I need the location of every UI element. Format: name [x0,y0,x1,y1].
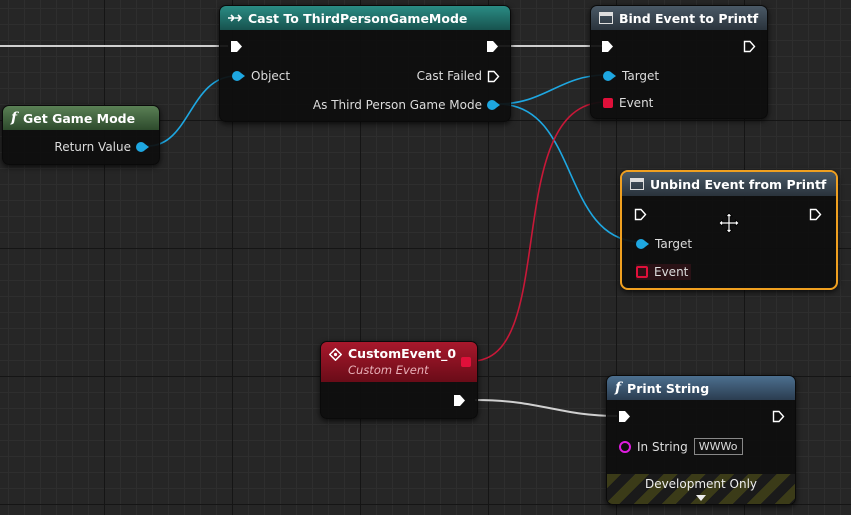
object-pin-icon [232,71,242,81]
delegate-pin-hollow-icon [636,266,648,278]
object-pin-icon [487,100,497,110]
string-pin-icon [619,440,631,453]
exec-out-hollow-icon [809,208,822,221]
cast-failed-label: Cast Failed [416,69,482,83]
bind-event-header[interactable]: Bind Event to Printf [591,6,767,30]
in-string-pin[interactable]: In String WWWo [619,438,743,455]
object-wire-cast-to-unbind-target[interactable] [497,103,641,243]
exec-out-icon [487,41,498,52]
exec-in-hollow-icon [634,208,647,221]
delegate-pin-icon [603,98,613,108]
bind-target-pin[interactable]: Target [603,69,659,83]
unbind-event-title: Unbind Event from Printf [650,176,827,192]
exec-in-icon [619,411,630,422]
exec-out-icon [454,395,465,406]
unbind-event-header[interactable]: Unbind Event from Printf [622,172,836,196]
delegate-node-icon [599,12,613,24]
object-pin-icon [636,239,646,249]
in-string-input[interactable]: WWWo [693,438,743,455]
move-cursor-icon [718,212,740,234]
object-pin-icon [603,71,613,81]
unbind-event-pin[interactable]: Event [636,264,692,280]
bind-target-label: Target [622,69,660,83]
custom-event-subtitle: Custom Event [348,363,429,377]
cast-node-title: Cast To ThirdPersonGameMode [248,10,468,26]
get-game-mode-title: Get Game Mode [23,110,136,126]
development-only-banner[interactable]: Development Only [607,474,795,504]
cast-node[interactable]: Cast To ThirdPersonGameMode Object Cast … [219,5,511,122]
in-string-label: In String [637,439,688,454]
object-pin-arrow-icon [612,73,616,79]
print-string-title: Print String [627,380,710,396]
cast-node-header[interactable]: Cast To ThirdPersonGameMode [220,6,510,30]
custom-event-header[interactable]: CustomEvent_0 Custom Event [321,342,477,382]
print-exec-in-pin[interactable] [618,410,631,423]
bind-exec-in-pin[interactable] [601,40,614,53]
function-f-icon: f [11,110,18,126]
custom-event-delegate-pin[interactable] [461,357,471,367]
custom-event-title: CustomEvent_0 [348,346,457,361]
custom-event-exec-out-pin[interactable] [453,394,466,407]
exec-in-icon [231,41,242,52]
get-game-mode-node[interactable]: f Get Game Mode Return Value [2,105,160,165]
object-pin-arrow-icon [496,102,500,108]
cast-object-label: Object [251,69,291,83]
cast-exec-out-pin[interactable] [486,40,499,53]
object-pin-arrow-icon [241,73,245,79]
object-pin-arrow-icon [645,241,649,247]
return-value-label: Return Value [54,140,131,154]
unbind-target-label: Target [655,237,693,251]
delegate-wire-event-to-bind[interactable] [471,101,607,362]
event-diamond-icon [329,348,342,361]
print-exec-out-pin[interactable] [772,410,785,423]
cast-arrow-icon [228,13,242,23]
delegate-node-icon [630,178,644,190]
bind-event-label: Event [619,96,654,110]
cast-as-pin[interactable]: As Third Person Game Mode [313,98,500,112]
get-game-mode-header[interactable]: f Get Game Mode [3,106,159,130]
unbind-exec-in-pin[interactable] [634,208,647,221]
object-pin-arrow-icon [145,144,149,150]
bind-exec-out-pin[interactable] [743,40,756,53]
development-only-label: Development Only [644,477,758,491]
print-string-node[interactable]: f Print String In String WWWo Developmen… [606,375,796,505]
cast-object-pin[interactable]: Object [232,69,290,83]
exec-in-icon [602,41,613,52]
print-string-header[interactable]: f Print String [607,376,795,400]
custom-event-node[interactable]: CustomEvent_0 Custom Event [320,341,478,419]
function-f-icon: f [615,380,622,396]
exec-out-hollow-icon [743,40,756,53]
bind-event-title: Bind Event to Printf [619,10,759,26]
cast-as-label: As Third Person Game Mode [312,98,482,112]
exec-wire-event-to-print[interactable] [474,399,618,417]
cast-failed-pin[interactable]: Cast Failed [417,69,500,83]
unbind-event-node[interactable]: Unbind Event from Printf Target Event [620,170,838,290]
unbind-exec-out-pin[interactable] [809,208,822,221]
exec-out-hollow-icon [772,410,785,423]
return-value-pin[interactable]: Return Value [54,140,149,154]
cast-exec-in-pin[interactable] [230,40,243,53]
unbind-event-label: Event [654,265,689,279]
bind-event-pin[interactable]: Event [603,96,653,110]
object-pin-icon [136,142,146,152]
bind-event-node[interactable]: Bind Event to Printf Target Event [590,5,768,119]
exec-out-hollow-icon [487,70,500,82]
chevron-down-icon[interactable] [607,491,795,505]
unbind-target-pin[interactable]: Target [636,237,692,251]
delegate-pin-icon [461,357,471,367]
